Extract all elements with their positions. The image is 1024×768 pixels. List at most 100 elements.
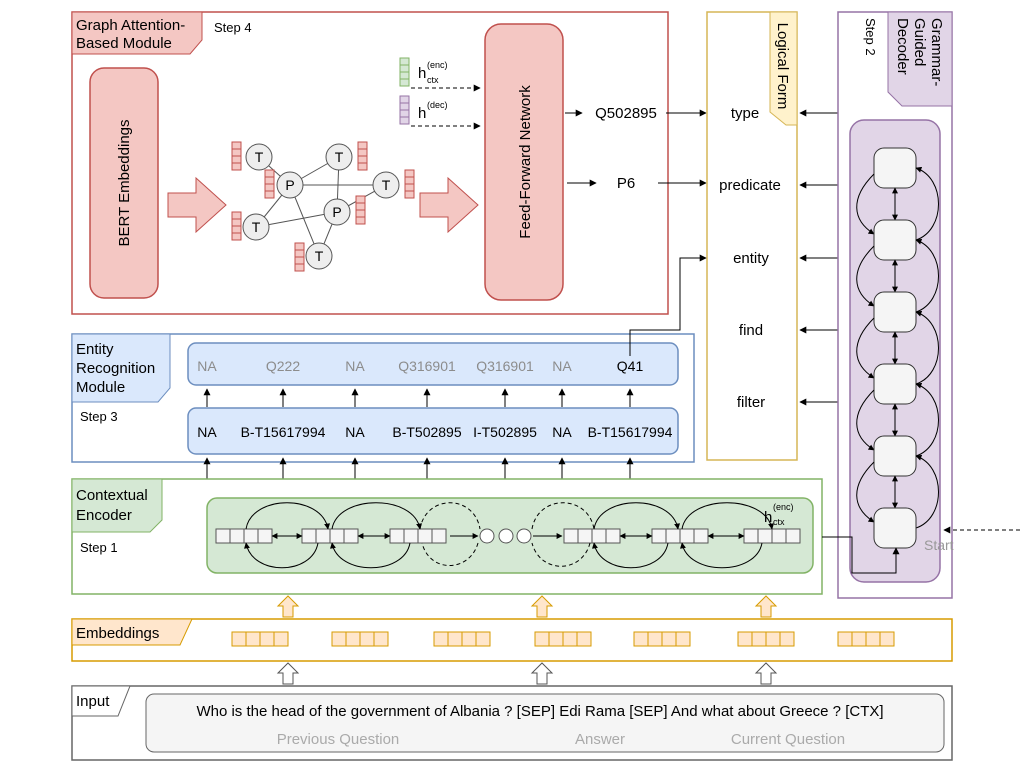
entity-tag-label: NA <box>552 424 572 440</box>
h-dec-stack <box>399 95 410 125</box>
encoder-hidden-state <box>215 528 273 544</box>
encoder-dashed-arrow <box>531 502 595 530</box>
svg-text:(enc): (enc) <box>773 502 794 512</box>
entity-module-title-3: Module <box>76 379 125 396</box>
node-embedding-stacks <box>231 141 415 272</box>
decoder-feedback-arrow <box>856 245 875 307</box>
predicate-output-value: P6 <box>617 175 635 192</box>
encoder-cells <box>215 502 801 569</box>
decoder-feedback-arrow <box>915 166 939 241</box>
decoder-feedback-arrow <box>915 382 939 457</box>
encoder-backward-arrow <box>680 542 763 569</box>
logical-form-item-find: find <box>739 322 763 339</box>
embedding-vector <box>737 631 795 647</box>
node-embedding-stack <box>231 211 242 241</box>
decoder-title-3: Decoder <box>894 18 911 75</box>
embedding-to-encoder-arrows <box>276 595 778 618</box>
input-up-arrow <box>530 662 554 685</box>
encoder-hidden-state <box>743 528 801 544</box>
decoder-feedback-arrow <box>915 238 939 313</box>
graph-node-t: T <box>325 143 353 171</box>
encoder-h-ctx-label: h (enc) ctx <box>764 502 794 527</box>
encoder-backward-arrow <box>330 542 411 569</box>
embedding-up-arrow <box>530 595 554 618</box>
bert-to-graph-arrow <box>167 176 227 234</box>
encoder-hidden-state <box>563 528 621 544</box>
encoder-to-entity-arrows <box>203 457 634 479</box>
encoder-forward-arrow <box>331 502 423 530</box>
decoder-feedback-arrow <box>915 454 939 529</box>
entity-id-label: NA <box>197 358 217 374</box>
grammar-guided-decoder-panel: Grammar- Guided Decoder Step 2 Start <box>837 11 1020 599</box>
encoder-dashed-arrow <box>419 502 481 530</box>
graph-to-ffn-arrow <box>419 176 479 234</box>
decoder-feedback-arrow <box>915 310 939 385</box>
logical-form-item-entity: entity <box>733 250 769 267</box>
graph-node-p: P <box>323 198 351 226</box>
graph-module-title-1: Graph Attention- <box>76 17 185 34</box>
input-segment-current: Current Question <box>731 731 845 748</box>
decoder-cells <box>856 147 939 549</box>
input-module: Input Who is the head of the government … <box>71 685 953 761</box>
graph-attention-module: Graph Attention- Based Module Step 4 BER… <box>71 11 669 315</box>
contextual-encoder-module: Contextual Encoder Step 1 h (enc) ctx <box>71 478 823 595</box>
logical-form-item-filter: filter <box>737 394 765 411</box>
input-to-embedding-arrows <box>276 662 778 685</box>
tag-to-id-arrows <box>203 388 634 407</box>
svg-text:ctx: ctx <box>773 517 785 527</box>
embedding-cells <box>231 631 895 647</box>
h-ctx-vector <box>399 57 410 87</box>
encoder-title-2: Encoder <box>76 507 132 524</box>
encoder-backward-arrow <box>592 542 669 569</box>
h-ctx-enc-stack <box>399 57 410 87</box>
encoder-dashed-arrow <box>531 542 591 567</box>
logical-form-title: Logical Form <box>774 23 791 110</box>
decoder-feedback-arrow <box>856 173 875 235</box>
encoder-backward-arrow <box>244 542 319 569</box>
decoder-cell <box>873 147 917 189</box>
decoder-feedback-arrow <box>856 389 875 451</box>
graph-nodes: T P T T P T T <box>242 143 400 270</box>
encoder-hidden-state <box>389 528 447 544</box>
graph-node-t: T <box>245 143 273 171</box>
embeddings-module: Embeddings <box>71 618 953 662</box>
logical-form-panel: Logical Form type predicate entity find … <box>706 11 798 461</box>
svg-text:h: h <box>418 65 426 82</box>
entity-tag-label: B-T502895 <box>392 424 461 440</box>
graph-node-t: T <box>305 242 333 270</box>
svg-text:P: P <box>332 204 341 220</box>
decoder-cell <box>873 219 917 261</box>
svg-text:T: T <box>255 149 264 165</box>
h-dec-label: h (dec) <box>418 100 448 122</box>
graph-module-title-2: Based Module <box>76 35 172 52</box>
svg-text:ctx: ctx <box>427 75 439 85</box>
entity-id-label: Q41 <box>617 358 644 374</box>
decoder-title-2: Guided <box>911 18 928 66</box>
bert-embeddings-label: BERT Embeddings <box>116 119 133 246</box>
node-embedding-stack <box>294 242 305 272</box>
graph-node-t: T <box>242 213 270 241</box>
feed-forward-network-box <box>484 23 564 301</box>
svg-text:(dec): (dec) <box>427 100 448 110</box>
entity-tag-label: B-T15617994 <box>241 424 326 440</box>
svg-text:(enc): (enc) <box>427 60 448 70</box>
embedding-vector <box>433 631 491 647</box>
encoder-dashed-arrow <box>421 542 479 566</box>
entity-tag-label: B-T15617994 <box>588 424 673 440</box>
input-sequence-text: Who is the head of the government of Alb… <box>196 703 883 720</box>
input-title: Input <box>76 693 110 710</box>
encoder-ellipsis-dot <box>516 528 532 544</box>
entity-tag-label: NA <box>345 424 365 440</box>
encoder-hidden-state <box>651 528 709 544</box>
logical-form-item-type: type <box>731 105 759 122</box>
entity-tag-label: I-T502895 <box>473 424 537 440</box>
node-embedding-stack <box>231 141 242 171</box>
decoder-feedback-arrow <box>856 317 875 379</box>
embedding-vector <box>231 631 289 647</box>
decoder-to-logical-form-arrows <box>799 109 838 406</box>
embedding-up-arrow <box>276 595 300 618</box>
entity-id-layer <box>187 342 679 386</box>
